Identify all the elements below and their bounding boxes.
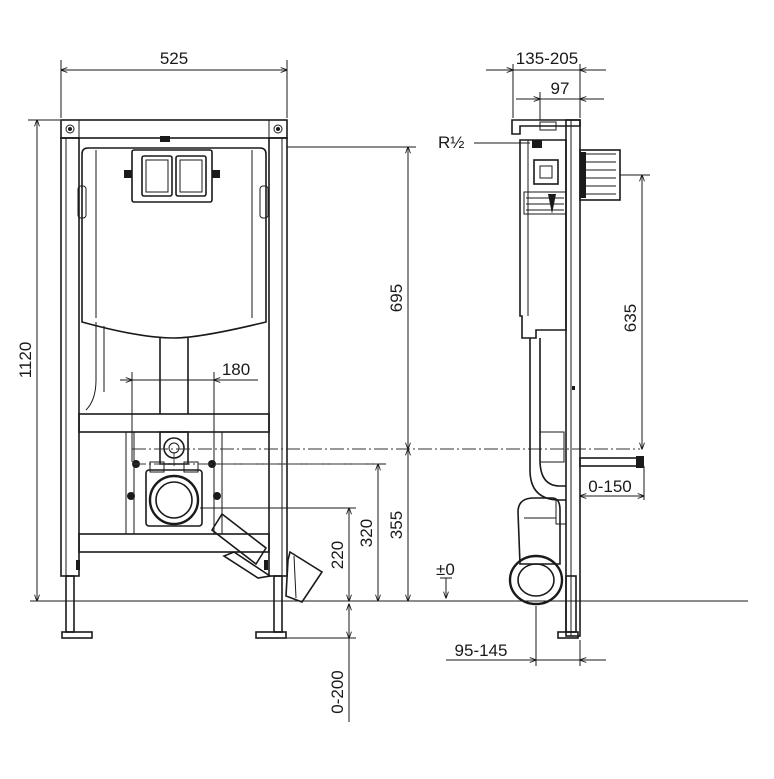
label-foot-extension: 0-200 [328,670,347,713]
label-outlet-offset: 95-145 [455,641,508,660]
label-frame-depth: 97 [551,79,570,98]
front-dimensions [28,60,640,722]
label-depth-range: 135-205 [516,49,578,68]
label-outlet-height: 220 [328,541,347,569]
front-view [60,119,324,639]
label-offset-range: 0-150 [588,477,631,496]
label-cistern-height: 695 [387,284,406,312]
label-width: 525 [160,49,188,68]
label-thread: R½ [438,133,464,152]
label-height: 1120 [16,342,35,379]
dimension-labels: 525 1120 695 180 355 320 220 0-200 135-2… [16,49,640,714]
side-dimensions [440,64,650,666]
label-bolt-spacing: 180 [222,360,250,379]
side-view [508,119,644,639]
label-connection-height: 635 [621,304,640,332]
label-drain-height: 355 [387,511,406,539]
label-floor-level: ±0 [436,560,455,579]
label-supply-height: 320 [357,519,376,547]
